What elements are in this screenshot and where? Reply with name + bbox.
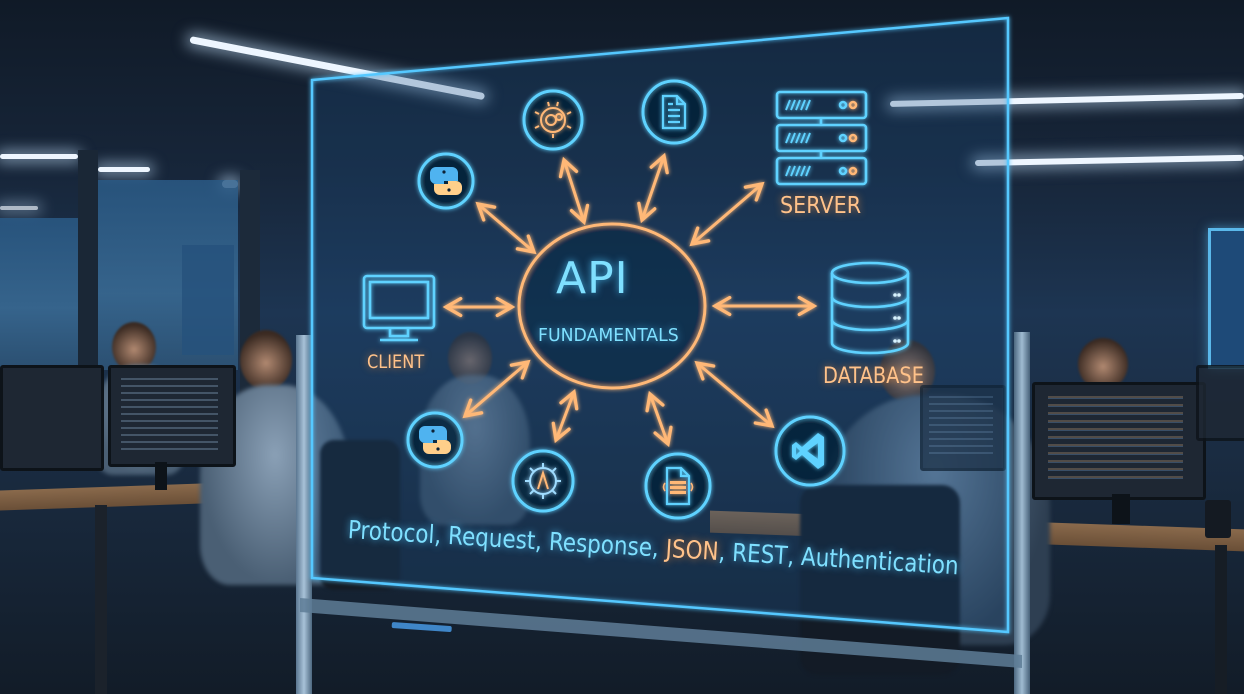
computer-monitor: [1196, 365, 1244, 441]
board-stand-right-pole: [1014, 332, 1030, 694]
office-window: [0, 218, 78, 368]
arrow-server: [689, 181, 765, 247]
monitor-stand: [155, 462, 167, 490]
server-rack-icon: [775, 90, 868, 186]
api-subtitle: FUNDAMENTALS: [538, 325, 679, 346]
wall-display-screen: [1208, 228, 1244, 369]
board-marker: [391, 622, 452, 633]
monitor-stand: [1112, 494, 1130, 524]
keyword-json: JSON: [664, 533, 720, 566]
vscode-frame: [774, 415, 846, 487]
person-head: [112, 322, 156, 372]
document-icon: [661, 94, 687, 130]
office-chair: [320, 440, 400, 590]
monitor-icon: [362, 274, 436, 342]
server-label: SERVER: [780, 193, 862, 219]
arrow-json-file: [645, 390, 673, 448]
desk-leg: [95, 505, 107, 694]
person-head: [1078, 338, 1128, 390]
wall-poster: [182, 245, 234, 355]
ceiling-light: [0, 206, 38, 210]
board-marker-tray: [300, 598, 1022, 668]
computer-monitor: [1032, 382, 1206, 500]
api-title: API: [556, 253, 629, 304]
arrow-python-bottom: [462, 359, 531, 419]
database-label: DATABASE: [823, 364, 924, 389]
office-pillar: [78, 150, 98, 410]
ceiling-light: [98, 167, 150, 172]
api-center-ellipse: [517, 222, 707, 390]
keyword-rest: REST,: [731, 537, 802, 571]
ceiling-light: [0, 154, 78, 159]
arrow-document-top: [637, 152, 669, 224]
arrow-python-top: [475, 201, 537, 255]
client-label: CLIENT: [367, 351, 425, 373]
arrow-gear-bottom: [551, 388, 579, 444]
person-head: [240, 330, 292, 390]
gear-code-icon: [525, 463, 561, 499]
python-logo-icon: [419, 426, 451, 454]
gear-brain-icon: [534, 101, 572, 138]
computer-monitor: [920, 385, 1006, 471]
database-cylinder-icon: [830, 261, 910, 355]
keyword-request: Request,: [447, 520, 550, 556]
arrow-vscode: [694, 360, 775, 429]
gear-bottom-frame: [511, 449, 575, 513]
keyword-protocol: Protocol,: [347, 515, 449, 550]
computer-monitor: [108, 365, 236, 467]
connector-arrows: [442, 152, 818, 448]
python-logo-icon: [430, 167, 462, 195]
pen-holder: [1205, 500, 1231, 538]
vscode-logo-icon: [792, 433, 824, 469]
json-file-icon: [662, 466, 694, 506]
arrow-gear-top: [558, 156, 590, 226]
computer-monitor: [0, 365, 104, 471]
desk-leg: [1215, 545, 1227, 694]
gear-top-frame: [522, 89, 584, 151]
document-top-frame: [641, 79, 707, 145]
